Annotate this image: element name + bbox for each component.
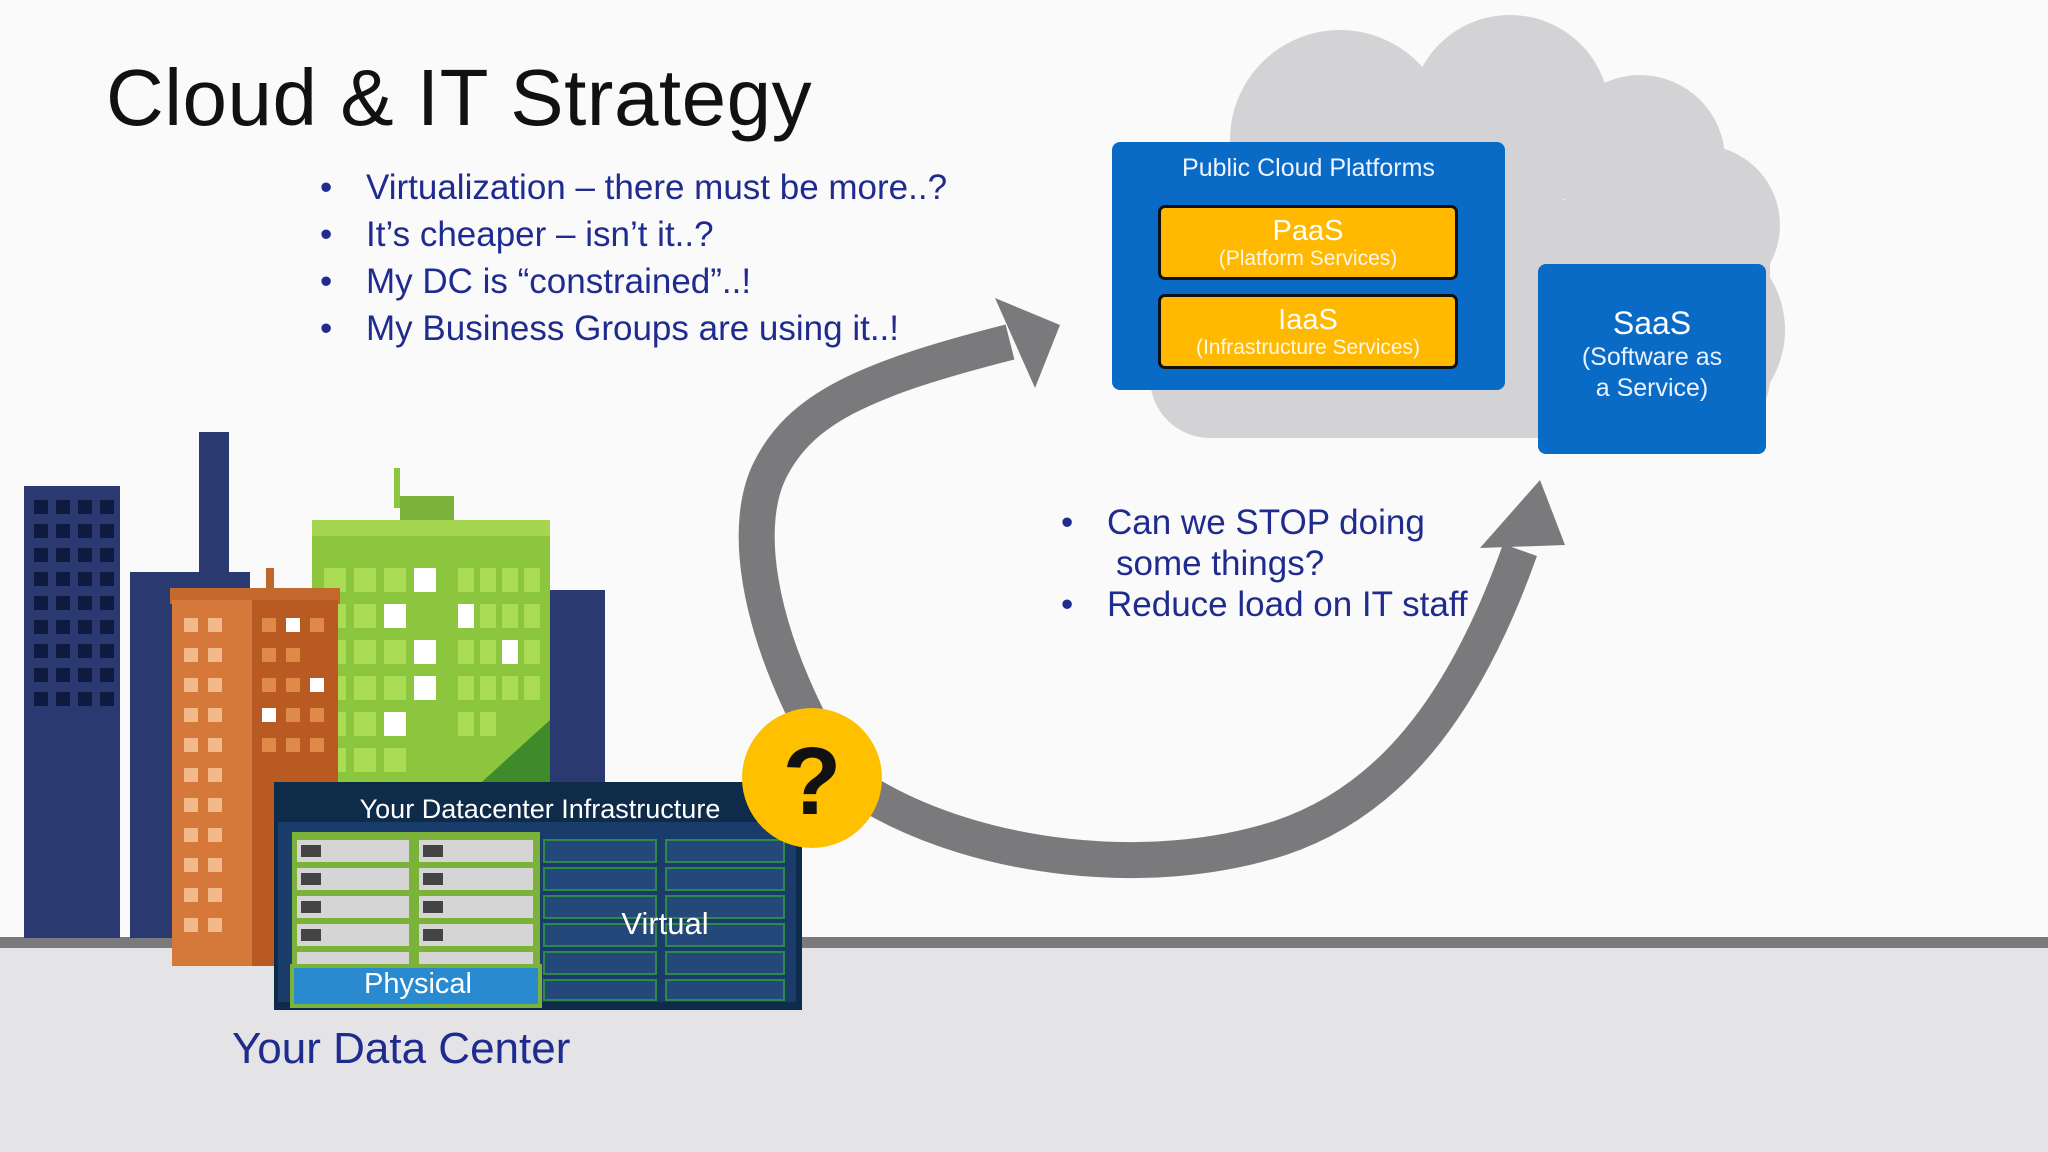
virtual-label: Virtual xyxy=(621,906,709,941)
paas-label: PaaS xyxy=(1272,215,1344,247)
datacenter-infrastructure-label: Your Datacenter Infrastructure xyxy=(359,794,721,824)
iaas-description: (Infrastructure Services) xyxy=(1195,336,1421,359)
bullet-virtualization: Virtualization – there must be more..? xyxy=(320,164,947,211)
top-bullet-list: Virtualization – there must be more..? I… xyxy=(320,164,947,352)
your-data-center-caption: Your Data Center xyxy=(232,1024,571,1073)
bullet-dc-constrained: My DC is “constrained”..! xyxy=(320,258,947,305)
bullet-cheaper: It’s cheaper – isn’t it..? xyxy=(320,211,947,258)
question-circle xyxy=(742,708,882,848)
saas-description-line-2: a Service) xyxy=(1595,374,1709,402)
saas-label: SaaS xyxy=(1612,305,1692,341)
bullet-stop-doing-continued: some things? xyxy=(1116,544,1325,583)
iaas-label: IaaS xyxy=(1278,304,1338,336)
navy-building-windows xyxy=(34,500,114,706)
public-cloud-title: Public Cloud Platforms xyxy=(1182,154,1435,182)
paas-description: (Platform Services) xyxy=(1218,247,1398,270)
arrow-to-saas xyxy=(860,480,1565,878)
question-mark-icon: ? xyxy=(782,728,842,835)
saas-description-line-1: (Software as xyxy=(1581,343,1723,371)
middle-bullet-list: Can we STOP doing some things? Reduce lo… xyxy=(1061,502,1468,625)
saas-description: (Software as a Service) xyxy=(1538,342,1766,404)
physical-label: Physical xyxy=(364,968,472,1000)
datacenter-rack xyxy=(274,782,802,1010)
paas-box: PaaS (Platform Services) xyxy=(1158,205,1458,280)
iaas-box: IaaS (Infrastructure Services) xyxy=(1158,294,1458,369)
arrow-to-public-cloud xyxy=(738,298,1060,769)
bullet-reduce-load: Reduce load on IT staff xyxy=(1061,584,1468,625)
slide-title: Cloud & IT Strategy xyxy=(106,53,813,142)
bullet-stop-doing: Can we STOP doing xyxy=(1061,502,1468,543)
bullet-business-groups: My Business Groups are using it..! xyxy=(320,305,947,352)
horizon-line xyxy=(0,937,2048,948)
saas-box: SaaS (Software as a Service) xyxy=(1538,264,1766,454)
public-cloud-platforms-box: Public Cloud Platforms PaaS (Platform Se… xyxy=(1112,142,1505,390)
